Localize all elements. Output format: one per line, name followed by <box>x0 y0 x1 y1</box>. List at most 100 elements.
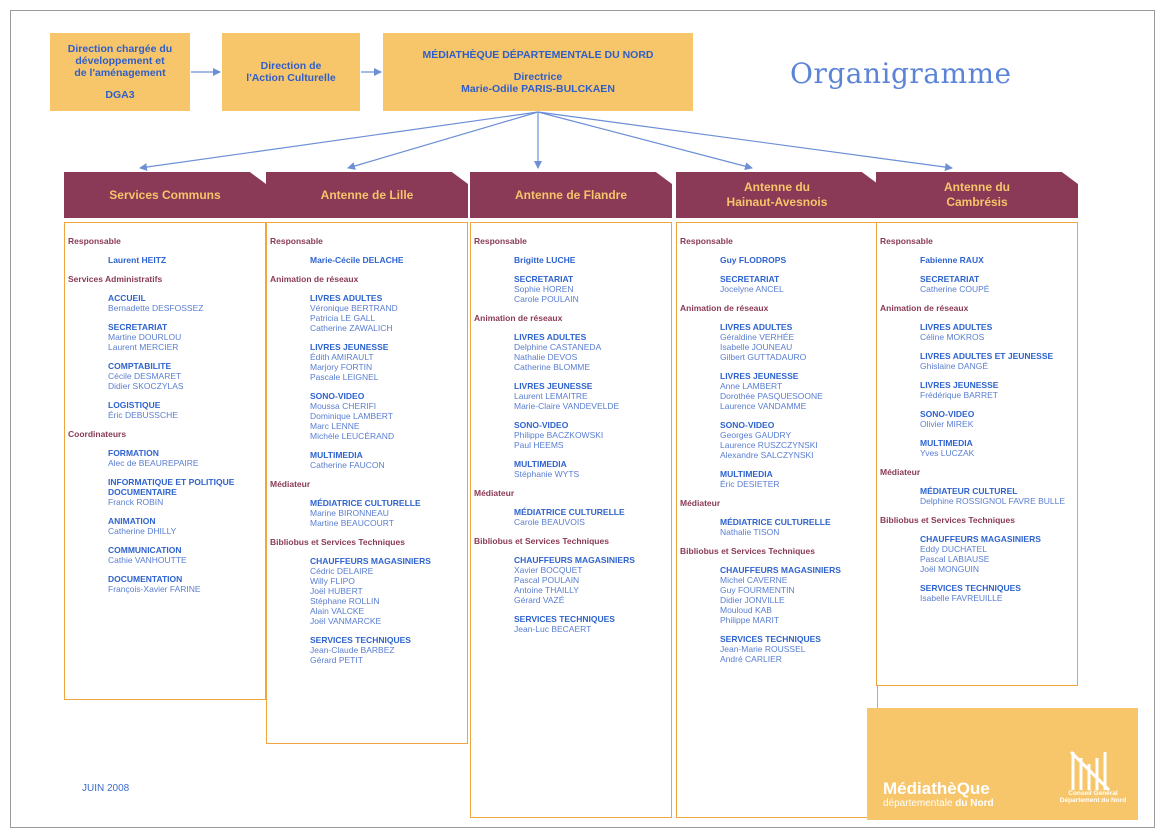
person-name: Alain VALCKE <box>310 606 365 616</box>
column-body-antenne-cambresis <box>876 222 1078 686</box>
column-body-antenne-hainaut-avesnois <box>676 222 878 818</box>
role-title: CHAUFFEURS MAGASINIERS <box>514 555 635 565</box>
column-body-services-communs <box>64 222 266 700</box>
responsable-name: Marie-Cécile DELACHE <box>310 255 404 265</box>
person-name: André CARLIER <box>720 654 782 664</box>
box-line: Directrice <box>513 71 563 83</box>
role-title: MULTIMEDIA <box>514 459 567 469</box>
role-title: CHAUFFEURS MAGASINIERS <box>310 556 431 566</box>
role-title: MULTIMEDIA <box>720 469 773 479</box>
role-title: MÉDIATRICE CULTURELLE <box>310 498 421 508</box>
column-header-line: Antenne du <box>944 180 1010 194</box>
person-name: Philippe BACZKOWSKI <box>514 430 604 440</box>
section-title: Bibliobus et Services Techniques <box>270 537 405 547</box>
person-name: Olivier MIREK <box>920 419 974 429</box>
person-name: Catherine BLOMME <box>514 362 591 372</box>
role-title: LIVRES ADULTES <box>310 293 383 303</box>
person-name: Ghislaine DANGÉ <box>920 361 989 371</box>
person-name: Éric DESIETER <box>720 479 780 489</box>
role-title: COMMUNICATION <box>108 545 182 555</box>
section-title: Bibliobus et Services Techniques <box>474 536 609 546</box>
person-name: Cathie VANHOUTTE <box>108 555 187 565</box>
role-title: LIVRES ADULTES <box>514 332 587 342</box>
column-header-antenne-flandre: Antenne de Flandre <box>470 172 672 218</box>
column-body-antenne-flandre <box>470 222 672 818</box>
column-header-line: Antenne de Flandre <box>514 187 627 202</box>
box-line: de l'aménagement <box>74 67 166 79</box>
role-title: MÉDIATRICE CULTURELLE <box>720 517 831 527</box>
section-title: Responsable <box>474 236 527 246</box>
mediatheque-logo: MédiathèQue départementale du Nord Conse… <box>867 708 1138 820</box>
conseil-general-label: Conseil Général Département du Nord <box>1059 790 1127 804</box>
role-title: SERVICES TECHNIQUES <box>920 583 1021 593</box>
person-name: Laurent MERCIER <box>108 342 179 352</box>
box-line: DGA3 <box>105 89 135 101</box>
person-name: Delphine CASTANEDA <box>514 342 602 352</box>
role-title: SONO-VIDEO <box>720 420 775 430</box>
person-name: Eddy DUCHATEL <box>920 544 987 554</box>
role-title: LIVRES ADULTES <box>920 322 993 332</box>
person-name: Éric DEBUSSCHE <box>108 410 178 420</box>
role-title: FORMATION <box>108 448 159 458</box>
person-name: Carole POULAIN <box>514 294 579 304</box>
role-title: DOCUMENTATION <box>108 574 183 584</box>
section-title: Médiateur <box>474 488 515 498</box>
role-title: CHAUFFEURS MAGASINIERS <box>920 534 1041 544</box>
person-name: Pascal POULAIN <box>514 575 580 585</box>
person-name: Céline MOKROS <box>920 332 985 342</box>
role-title: SONO-VIDEO <box>514 420 569 430</box>
section-title: Services Administratifs <box>68 274 163 284</box>
column-header-services-communs: Services Communs <box>64 172 266 218</box>
box-line: Marie-Odile PARIS-BULCKAEN <box>461 83 615 95</box>
conseil-general-emblem-icon <box>1069 750 1111 792</box>
person-name: Stéphanie WYTS <box>514 469 580 479</box>
role-title: MÉDIATRICE CULTURELLE <box>514 507 625 517</box>
role-title: LIVRES JEUNESSE <box>310 342 389 352</box>
person-name: Stéphane ROLLIN <box>310 596 380 606</box>
person-name: Alexandre SALCZYNSKI <box>720 450 814 460</box>
role-title: LIVRES JEUNESSE <box>720 371 799 381</box>
role-title: SONO-VIDEO <box>310 391 365 401</box>
person-name: Marjory FORTIN <box>310 362 373 372</box>
person-name: Bernadette DESFOSSEZ <box>108 303 204 313</box>
role-title: SERVICES TECHNIQUES <box>720 634 821 644</box>
person-name: Marine BIRONNEAU <box>310 508 389 518</box>
responsable-name: Guy FLODROPS <box>720 255 787 265</box>
person-name: Yves LUCZAK <box>920 448 975 458</box>
person-name: Laurence VANDAMME <box>720 401 807 411</box>
section-title: Responsable <box>68 236 121 246</box>
role-title: LOGISTIQUE <box>108 400 161 410</box>
role-title: LIVRES ADULTES ET JEUNESSE <box>920 351 1054 361</box>
column-header-line: Antenne du <box>744 180 810 194</box>
role-title: SECRETARIAT <box>720 274 780 284</box>
person-name: Guy FOURMENTIN <box>720 585 795 595</box>
column-header-line: Antenne de Lille <box>320 187 414 202</box>
person-name: Laurence RUSZCZYNSKI <box>720 440 818 450</box>
section-title: Coordinateurs <box>68 429 127 439</box>
role-title: MULTIMEDIA <box>920 438 973 448</box>
box-line: MÉDIATHÈQUE DÉPARTEMENTALE DU NORD <box>422 49 654 61</box>
section-title: Bibliobus et Services Techniques <box>680 546 815 556</box>
person-name: Catherine DHILLY <box>108 526 177 536</box>
